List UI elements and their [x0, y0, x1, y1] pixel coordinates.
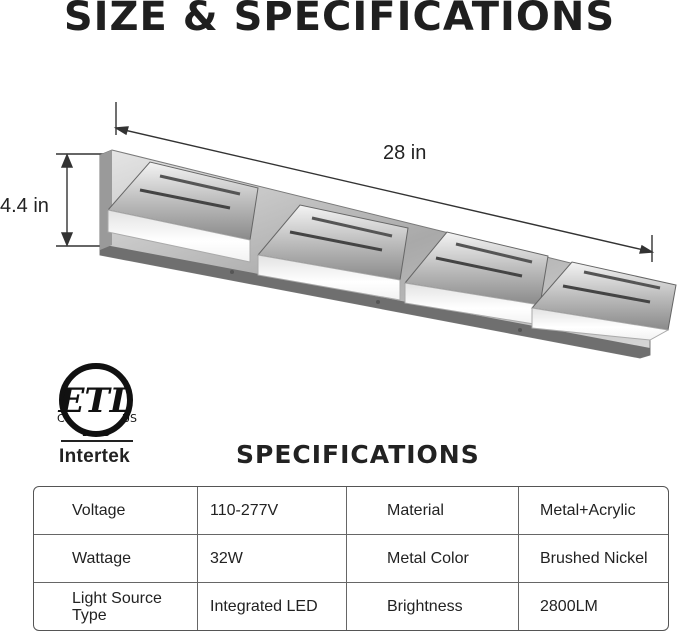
- spec-label: Voltage: [34, 487, 198, 534]
- spec-value: 2800LM: [540, 598, 598, 615]
- intertek-divider: [61, 440, 133, 442]
- spec-label: Light Source Type: [34, 583, 198, 630]
- light-module-1: [107, 161, 259, 263]
- etl-logo-text: ETL: [57, 381, 133, 421]
- table-row: Wattage 32W Metal Color Brushed Nickel: [34, 535, 668, 583]
- spec-label: Material: [347, 487, 519, 534]
- specifications-table: Voltage 110-277V Material Metal+Acrylic …: [33, 486, 669, 631]
- table-row: Light Source Type Integrated LED Brightn…: [34, 583, 668, 630]
- etl-listed-text: LISTED: [82, 430, 110, 438]
- width-dimension-label: 28 in: [383, 142, 427, 164]
- etl-us-mark: US: [122, 412, 137, 425]
- light-module-4: [531, 261, 677, 341]
- spec-label: Wattage: [34, 535, 198, 582]
- spec-value: Brushed Nickel: [540, 550, 648, 567]
- spec-label: Brightness: [347, 583, 519, 630]
- light-module-2: [257, 204, 409, 301]
- spec-label: Metal Color: [347, 535, 519, 582]
- spec-value: Integrated LED: [198, 583, 347, 630]
- intertek-label: Intertek: [59, 446, 131, 467]
- width-dimension-line: [113, 102, 655, 262]
- spec-value: 110-277V: [198, 487, 347, 534]
- light-module-3: [404, 231, 549, 326]
- height-dimension-line: [56, 153, 108, 247]
- specifications-heading: SPECIFICATIONS: [236, 440, 480, 469]
- height-dimension-label: 4.4 in: [0, 195, 49, 217]
- etl-c-mark: C: [57, 412, 65, 425]
- vanity-light-fixture-image: [56, 102, 677, 359]
- page-title: SIZE & SPECIFICATIONS: [63, 0, 616, 40]
- spec-value: 32W: [198, 535, 347, 582]
- table-row: Voltage 110-277V Material Metal+Acrylic: [34, 487, 668, 535]
- etl-listed-logo: ETL C US LISTED: [57, 363, 137, 438]
- spec-value: Metal+Acrylic: [540, 502, 636, 519]
